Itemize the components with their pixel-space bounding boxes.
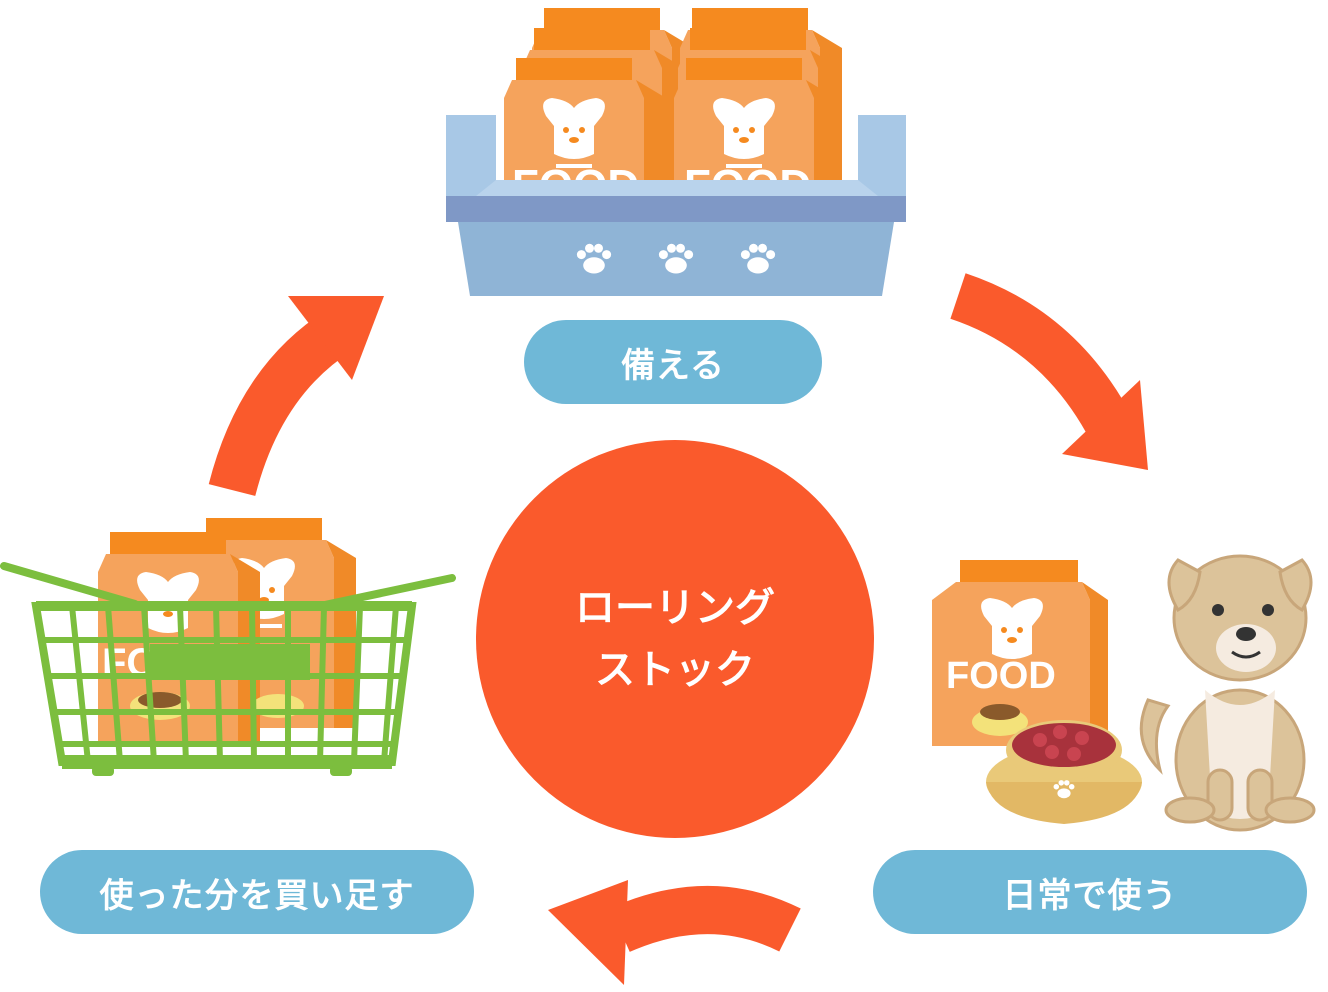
center-title: ローリング ストック xyxy=(476,440,874,838)
step-daily-use-label: 日常で使う xyxy=(873,850,1307,934)
arrow-prepare-to-daily xyxy=(950,273,1148,470)
shopping-basket-illustration: FOOD xyxy=(0,518,456,776)
storage-tray-illustration: FOOD FOOD xyxy=(446,8,906,296)
center-circle xyxy=(476,440,874,838)
center-title-line2: ストック xyxy=(595,647,755,693)
center-title-line1: ローリング xyxy=(575,585,775,631)
daily-use-illustration: FOOD xyxy=(932,554,1316,832)
arrow-rebuy-to-prepare xyxy=(208,296,384,497)
arrow-daily-to-rebuy xyxy=(548,880,801,985)
step-rebuy-label: 使った分を買い足す xyxy=(40,850,474,934)
step-prepare-label: 備える xyxy=(524,320,822,404)
food-label: FOOD xyxy=(946,655,1056,697)
